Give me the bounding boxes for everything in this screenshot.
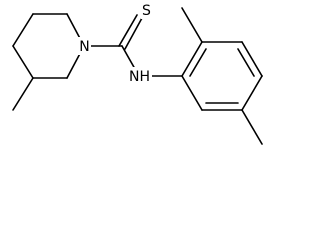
mask-sulfur — [141, 1, 153, 19]
bond-benzene-methyl-bottom — [241, 109, 263, 145]
bond-cs-double-b — [124, 17, 143, 50]
bond-ring-methyl — [12, 77, 34, 111]
bond-benzene-inner-a — [189, 48, 207, 77]
bond-benzene-3-4 — [241, 41, 263, 77]
bond-ring-c4-c5 — [12, 13, 34, 47]
chemical-structure: N S NH — [12, 1, 263, 145]
bond-benzene-6-1 — [181, 75, 203, 111]
bond-benzene-4-5 — [241, 75, 263, 111]
mask-nitrogen-ring — [78, 37, 91, 55]
atom-label-sulfur: S — [142, 3, 151, 19]
atom-labels: N S NH — [78, 1, 153, 85]
bond-cs-double-a — [118, 14, 138, 47]
bond-benzene-1-2 — [181, 41, 203, 77]
mask-amine — [128, 67, 152, 85]
bond-benzene-methyl-top — [181, 7, 203, 43]
bond-ring-c3-c4 — [12, 45, 34, 79]
atom-label-amine: NH — [129, 69, 150, 85]
bond-benzene-inner-b — [237, 48, 255, 77]
atom-label-nitrogen-ring: N — [79, 39, 89, 55]
